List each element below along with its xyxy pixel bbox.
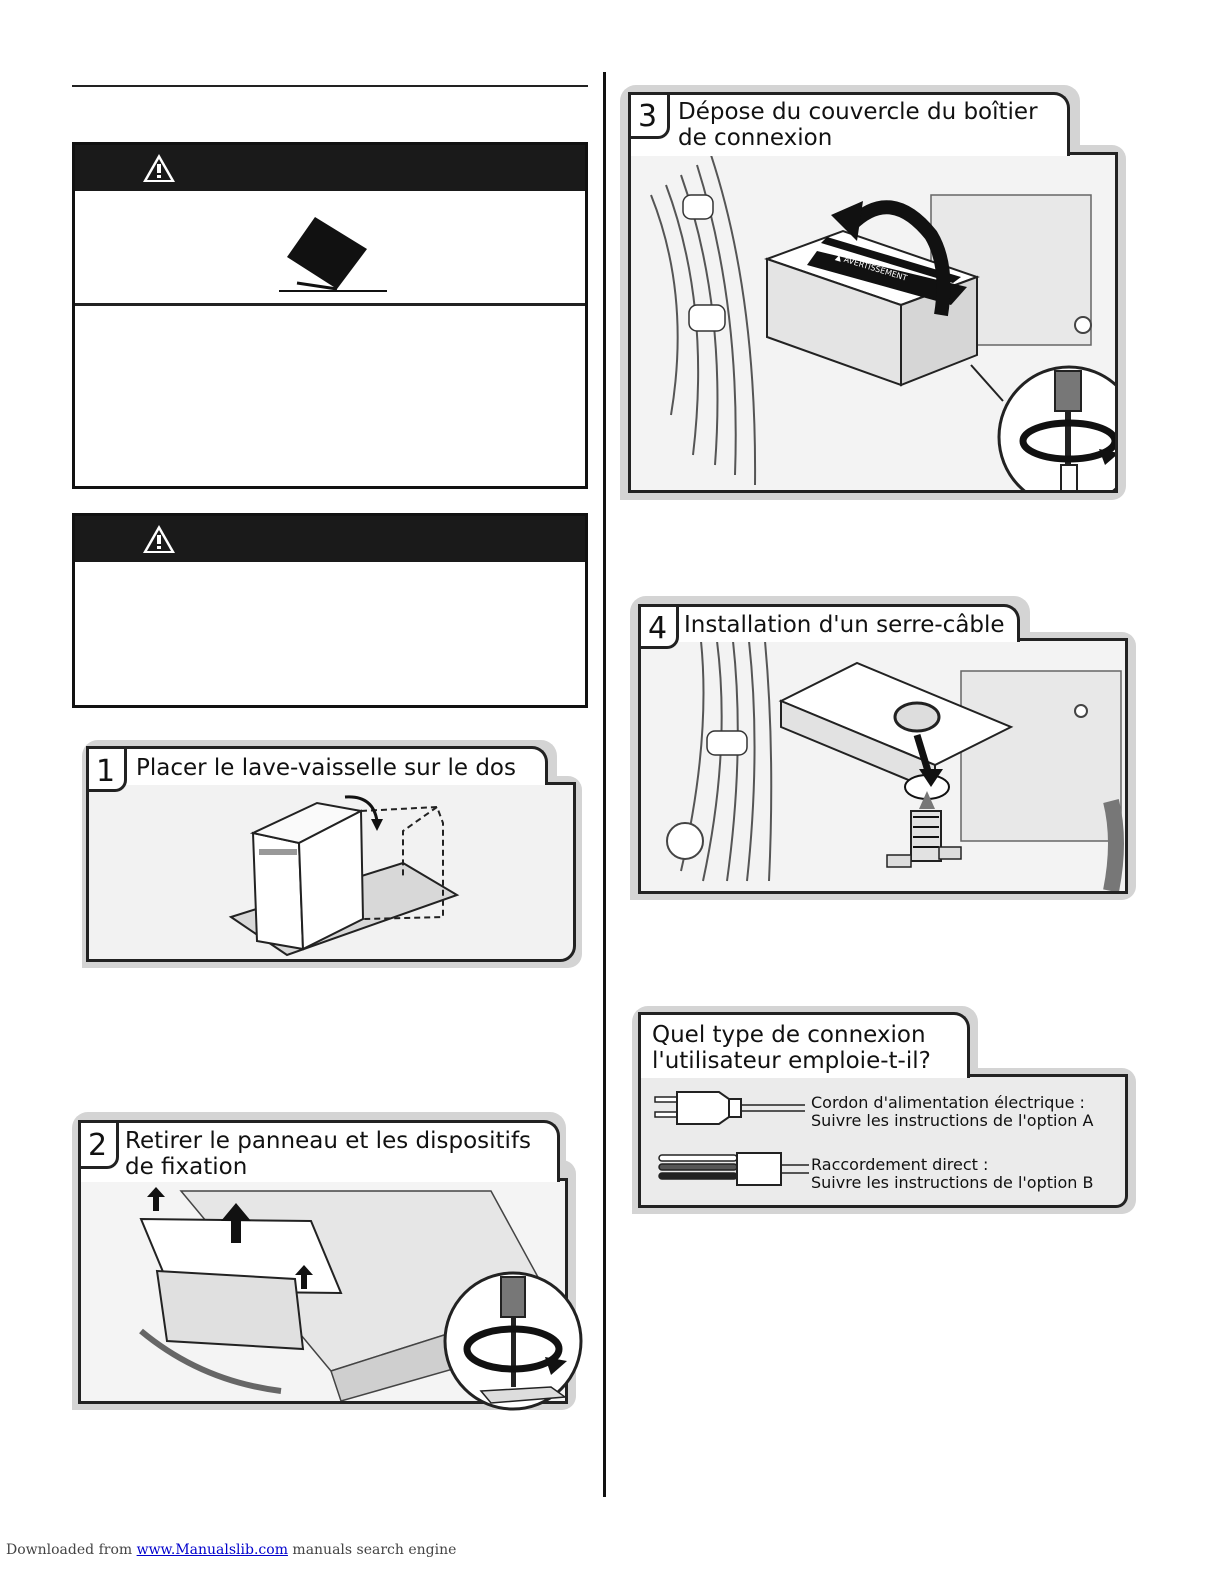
option-a-line2: Suivre les instructions de l'option A xyxy=(811,1111,1093,1130)
step-1-number: 1 xyxy=(96,754,115,789)
footer-prefix: Downloaded from xyxy=(6,1542,137,1558)
step-4-title: Installation d'un serre-câble xyxy=(684,612,1005,638)
tip-over-hazard-icon xyxy=(275,209,391,295)
connection-question-line2: l'utilisateur emploie-t-il? xyxy=(652,1048,931,1074)
step-3-title-line1: Dépose du couvercle du boîtier xyxy=(678,99,1038,125)
connection-question-line1: Quel type de connexion xyxy=(652,1022,926,1048)
step-3-title-line2: de connexion xyxy=(678,125,832,151)
header-rule xyxy=(72,85,588,87)
step-2-number: 2 xyxy=(88,1128,107,1163)
step-2-title-line1: Retirer le panneau et les dispositifs xyxy=(125,1128,531,1154)
plug-icon xyxy=(653,1089,805,1127)
manualslib-link[interactable]: www.Manualslib.com xyxy=(137,1542,288,1558)
warning-triangle-icon xyxy=(141,152,177,184)
dishwasher-on-back-illustration xyxy=(227,791,467,961)
step-3-panel: ▲ AVERTISSEMENT xyxy=(628,152,1118,493)
screwdriver-detail-icon xyxy=(995,365,1118,493)
warning-separator xyxy=(75,303,585,306)
warning-triangle-icon xyxy=(141,523,177,555)
step-2-panel xyxy=(78,1178,568,1404)
step-4-panel xyxy=(638,638,1128,894)
option-b-line1: Raccordement direct : xyxy=(811,1155,988,1174)
step-1-title: Placer le lave-vaisselle sur le dos xyxy=(136,755,516,781)
warning-box-2 xyxy=(72,513,588,708)
option-b-line2: Suivre les instructions de l'option B xyxy=(811,1173,1093,1192)
step-4-number: 4 xyxy=(648,611,667,646)
column-divider xyxy=(603,72,606,1497)
warning-header-1 xyxy=(75,145,585,191)
step-1-panel xyxy=(86,782,576,962)
warning-header-2 xyxy=(75,516,585,562)
warning-box-1 xyxy=(72,142,588,489)
strain-relief-illustration xyxy=(641,641,1125,891)
option-a-line1: Cordon d'alimentation électrique : xyxy=(811,1093,1085,1112)
screwdriver-detail-icon xyxy=(441,1271,589,1413)
footer-suffix: manuals search engine xyxy=(288,1542,456,1558)
step-3-number: 3 xyxy=(638,99,657,134)
footer: Downloaded from www.Manualslib.com manua… xyxy=(6,1542,456,1558)
connection-panel: Cordon d'alimentation électrique : Suivr… xyxy=(638,1074,1128,1208)
wire-icon xyxy=(655,1151,809,1191)
step-2-title-line2: de fixation xyxy=(125,1154,247,1180)
